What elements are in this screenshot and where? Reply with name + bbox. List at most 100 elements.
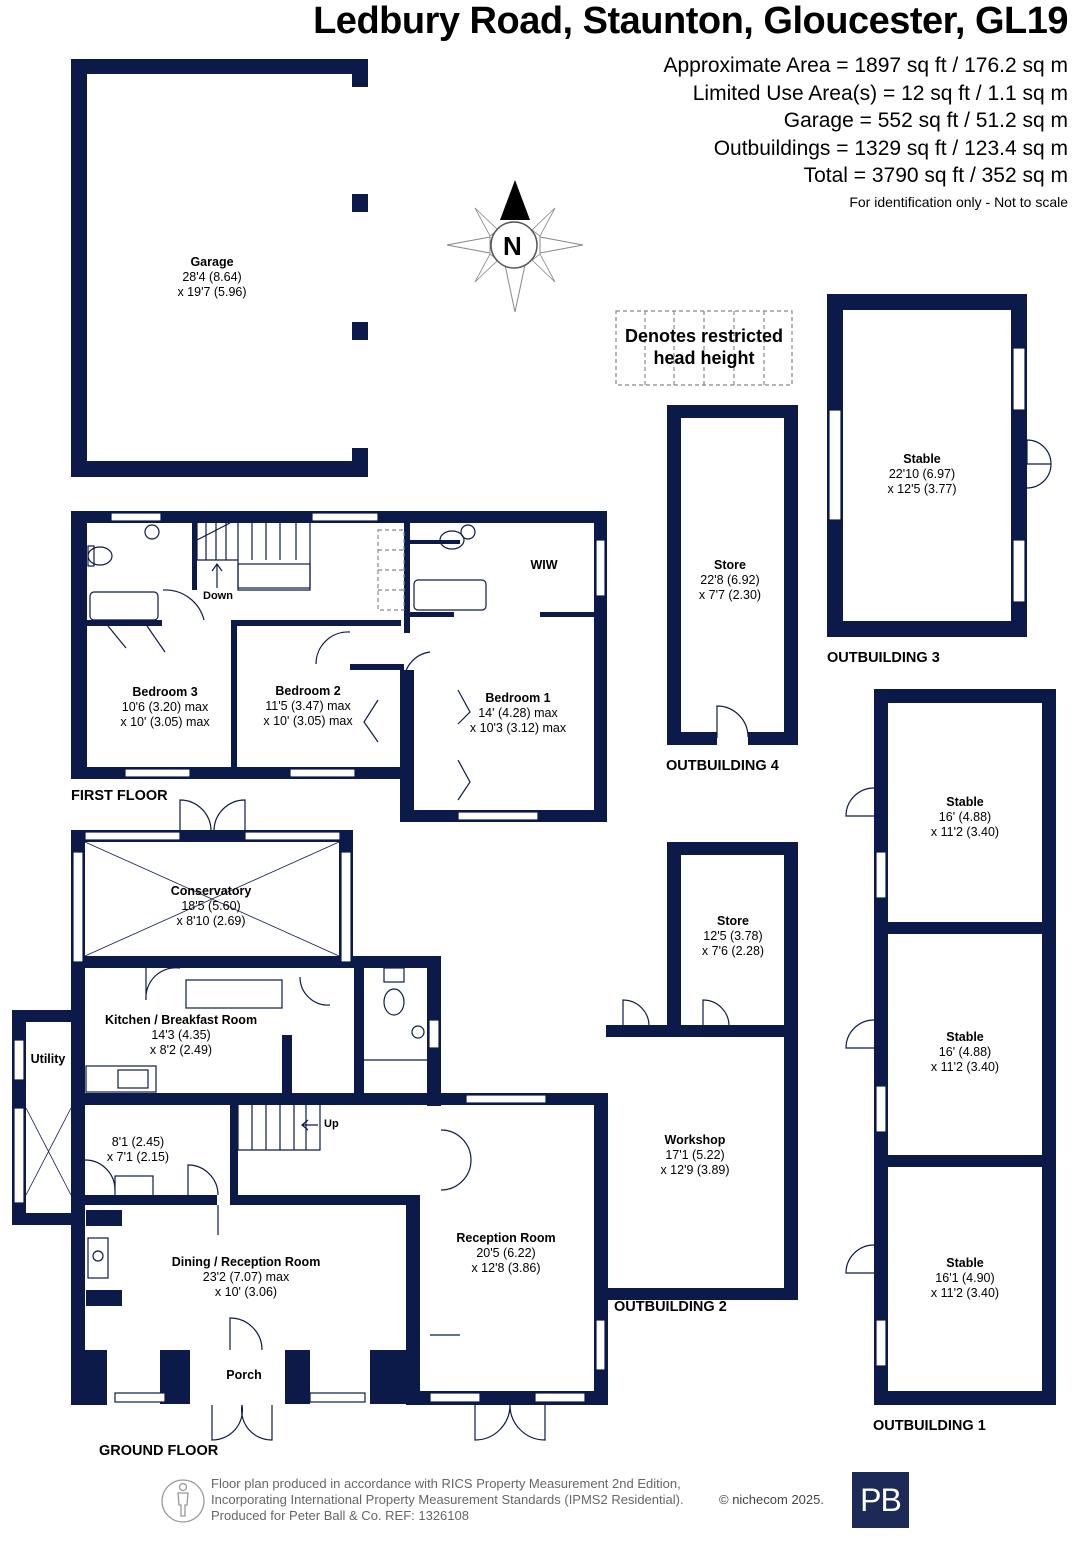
- out3-wall: [827, 294, 1027, 310]
- room-name: Stable: [946, 1030, 984, 1044]
- legend-line: Denotes restricted: [624, 326, 784, 346]
- room-stable-1a: Stable 16' (4.88) x 11'2 (3.40): [931, 795, 999, 840]
- garage-wall-right-bottom: [352, 448, 368, 477]
- room-dim: x 12'9 (3.89): [660, 1163, 730, 1177]
- room-dim: x 19'7 (5.96): [177, 285, 247, 299]
- area-line: Approximate Area = 1897 sq ft / 176.2 sq…: [663, 54, 1069, 77]
- gf-wall-left: [71, 956, 85, 1401]
- doors: [84, 439, 1052, 1441]
- room-dining-reception: Dining / Reception Room 23'2 (7.07) max …: [172, 1255, 321, 1300]
- gf-wall: [71, 956, 441, 968]
- gf-bay: [370, 1350, 420, 1404]
- room-name: Garage: [190, 255, 234, 269]
- ff-partition: [231, 620, 237, 770]
- room-dim: 18'5 (5.60): [181, 899, 241, 913]
- out1-wall: [874, 1155, 1056, 1167]
- out2-wall: [606, 1025, 798, 1037]
- room-name: Stable: [903, 452, 941, 466]
- gf-utility-top: [12, 1010, 73, 1022]
- room-reception: Reception Room 20'5 (6.22) x 12'8 (3.86): [456, 1231, 555, 1276]
- room-bedroom-1: Bedroom 1 14' (4.28) max x 10'3 (3.12) m…: [470, 691, 566, 736]
- scale-note: For identification only - Not to scale: [849, 194, 1068, 210]
- room-store-outbuilding-2: Store 12'5 (3.78) x 7'6 (2.28): [702, 914, 764, 959]
- person-icon: [161, 1479, 205, 1523]
- room-dim: x 10' (3.05) max: [263, 714, 353, 728]
- room-name: Stable: [946, 1256, 984, 1270]
- room-name: Utility: [30, 1052, 66, 1066]
- stairs: [196, 522, 321, 1151]
- gf-porch-wall: [285, 1350, 310, 1404]
- ff-wall-left: [71, 511, 87, 779]
- out1-wall: [874, 1391, 1056, 1405]
- gf-bay: [71, 1350, 107, 1404]
- area-line: Garage = 552 sq ft / 51.2 sq m: [783, 109, 1068, 132]
- area-line: Limited Use Area(s) = 12 sq ft / 1.1 sq …: [692, 81, 1068, 105]
- out1-wall: [874, 922, 1056, 934]
- room-dim: 22'8 (6.92): [700, 573, 760, 587]
- out4-wall: [667, 405, 681, 745]
- room-name: WIW: [530, 558, 558, 572]
- windows: [13, 347, 1026, 1403]
- area-line: Total = 3790 sq ft / 352 sq m: [803, 164, 1068, 187]
- stairs-up-label: Up: [324, 1118, 339, 1130]
- garage-pier: [352, 322, 368, 340]
- ff-partition: [540, 612, 594, 617]
- room-dim: 28'4 (8.64): [182, 270, 242, 284]
- room-dim: x 7'7 (2.30): [698, 588, 762, 602]
- gf-wall: [72, 1195, 217, 1205]
- compass-icon: [446, 180, 584, 313]
- ff-partition: [192, 523, 197, 590]
- room-dim: x 10'3 (3.12) max: [469, 721, 567, 735]
- room-dim: 14' (4.28) max: [478, 706, 558, 720]
- room-name: Porch: [226, 1368, 262, 1382]
- outbuilding-2-label: OUTBUILDING 2: [614, 1299, 727, 1315]
- area-summary: Approximate Area = 1897 sq ft / 176.2 sq…: [664, 52, 1069, 190]
- garage-wall-right-top: [352, 59, 368, 87]
- room-name: Bedroom 3: [132, 685, 198, 699]
- room-bedroom-3: Bedroom 3 10'6 (3.20) max x 10' (3.05) m…: [120, 685, 209, 730]
- room-dim: 16' (4.88): [938, 810, 992, 824]
- room-dim: x 7'1 (2.15): [106, 1150, 170, 1164]
- room-stable-1c: Stable 16'1 (4.90) x 11'2 (3.40): [931, 1256, 999, 1301]
- room-conservatory: Conservatory 18'5 (5.60) x 8'10 (2.69): [171, 884, 252, 929]
- out2-wall: [784, 842, 798, 1299]
- out1-wall: [874, 689, 1056, 703]
- ff-partition: [231, 620, 401, 626]
- garage-wall-bottom: [71, 461, 368, 477]
- footer-line: Produced for Peter Ball & Co. REF: 13261…: [211, 1508, 469, 1523]
- room-workshop: Workshop 17'1 (5.22) x 12'9 (3.89): [660, 1133, 729, 1178]
- room-porch: Porch: [226, 1368, 261, 1383]
- restricted-head-height: [377, 310, 793, 611]
- room-dim: 22'10 (6.97): [888, 467, 956, 481]
- room-dim: x 10' (3.05) max: [120, 715, 210, 729]
- out4-wall: [667, 405, 798, 418]
- fittings: [85, 524, 487, 1279]
- out2-wall: [667, 842, 681, 1027]
- room-name: Bedroom 1: [485, 691, 551, 705]
- north-label: N: [503, 231, 522, 261]
- room-dim: 17'1 (5.22): [665, 1148, 725, 1162]
- room-dim: x 11'2 (3.40): [930, 1060, 1000, 1074]
- room-dim: x 11'2 (3.40): [930, 825, 1000, 839]
- room-dim: 20'5 (6.22): [476, 1246, 536, 1260]
- garage-pier: [352, 194, 368, 212]
- garage-wall-top: [71, 59, 368, 74]
- ff-partition: [410, 612, 454, 617]
- ff-partition: [350, 664, 404, 670]
- room-name: Store: [717, 914, 749, 928]
- ff-wall-bed1-left: [400, 670, 414, 822]
- room-dim: 12'5 (3.78): [703, 929, 763, 943]
- out1-wall: [874, 689, 888, 1405]
- footer-line: Floor plan produced in accordance with R…: [211, 1476, 681, 1491]
- room-stable-1b: Stable 16' (4.88) x 11'2 (3.40): [931, 1030, 999, 1075]
- room-kitchen: Kitchen / Breakfast Room 14'3 (4.35) x 8…: [105, 1013, 257, 1058]
- ff-partition: [410, 540, 460, 544]
- room-dim: x 8'10 (2.69): [176, 914, 246, 928]
- gf-chimney: [86, 1210, 122, 1226]
- out4-wall: [748, 732, 798, 745]
- room-dim: 23'2 (7.07) max: [202, 1270, 290, 1284]
- room-name: Kitchen / Breakfast Room: [104, 1013, 258, 1027]
- room-dim: 8'1 (2.45): [111, 1135, 165, 1149]
- ground-floor-label: GROUND FLOOR: [99, 1443, 219, 1459]
